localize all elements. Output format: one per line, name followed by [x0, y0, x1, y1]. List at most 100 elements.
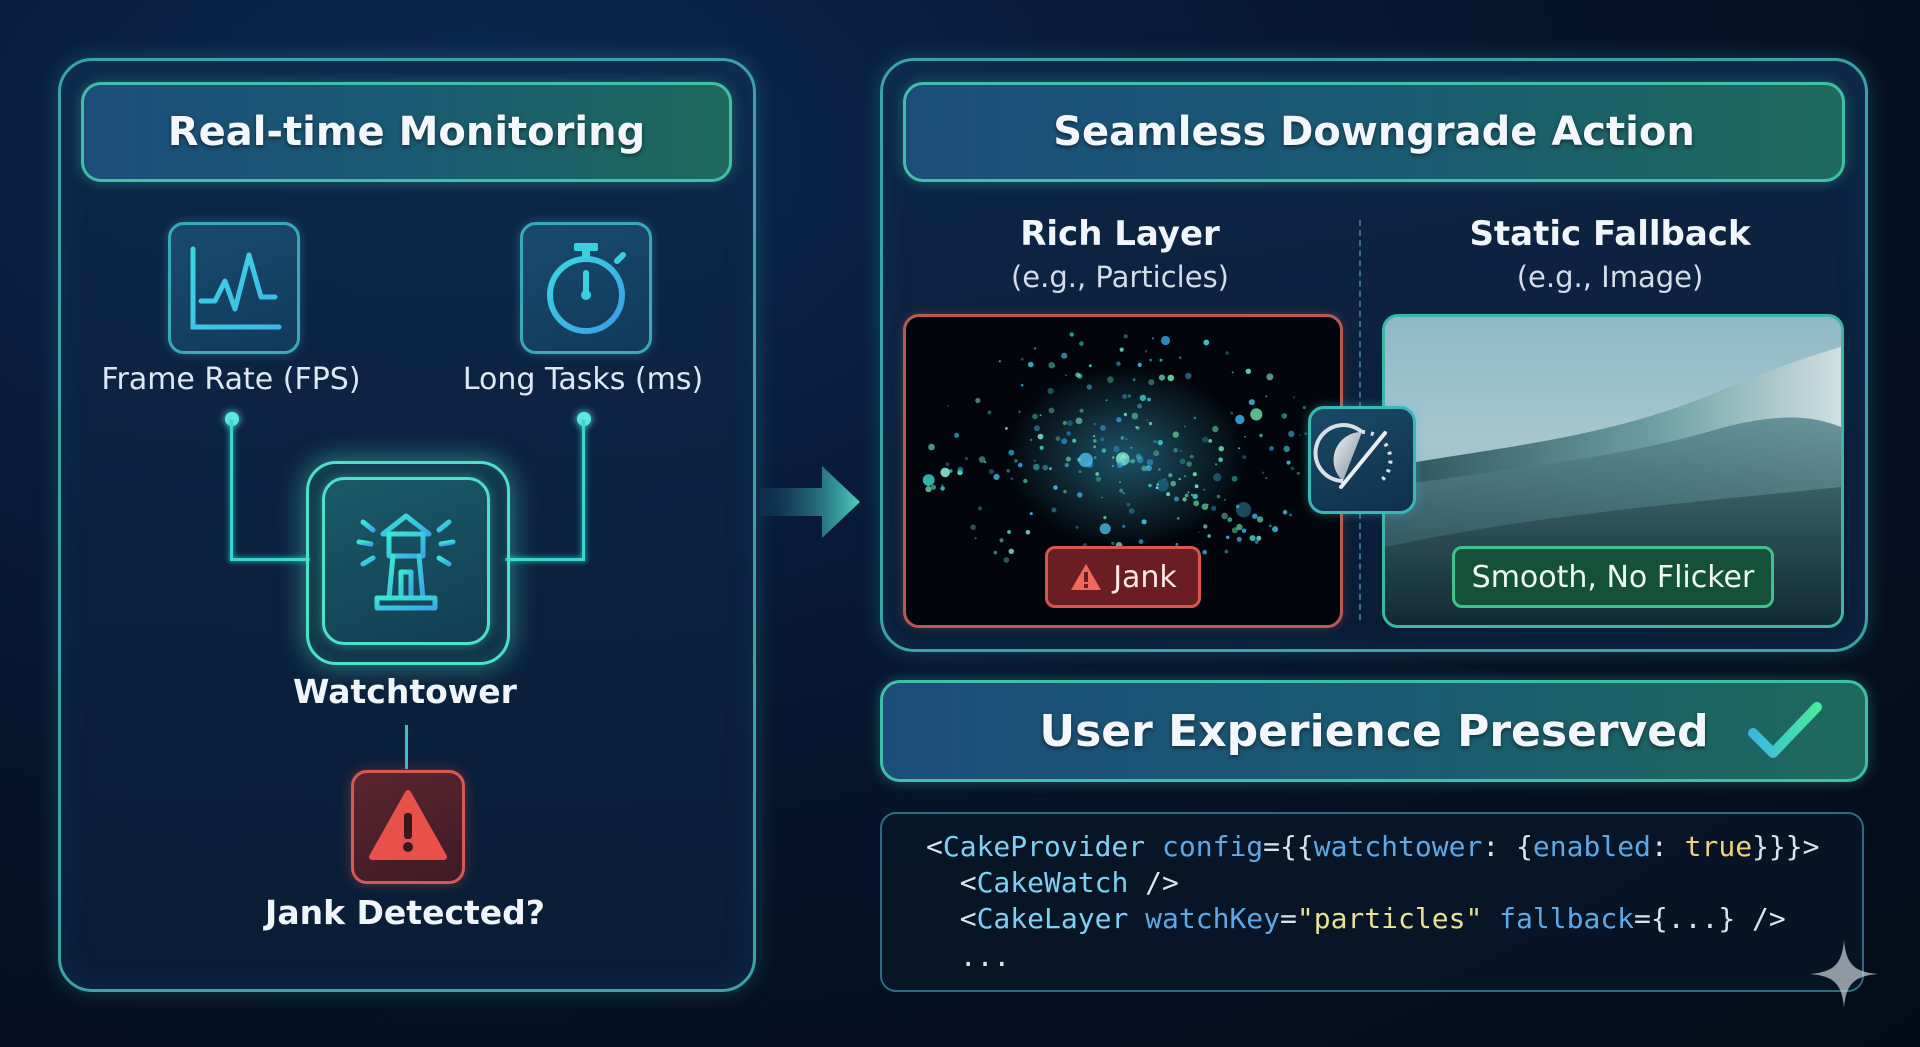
- particle-dot: [1168, 473, 1173, 478]
- particle-dot: [1144, 350, 1148, 353]
- particle-dot: [1252, 513, 1258, 519]
- particle-dot: [1130, 446, 1133, 449]
- particle-dot: [1112, 456, 1115, 459]
- particle-dot: [949, 469, 953, 473]
- particle-dot: [978, 456, 986, 463]
- particle-dot: [1029, 438, 1033, 442]
- particle-dot: [1033, 425, 1040, 432]
- longtask-connector-horizontal: [505, 558, 585, 561]
- particle-dot: [1126, 502, 1131, 507]
- particle-dot: [998, 360, 1001, 363]
- longtask-label: Long Tasks (ms): [462, 362, 704, 397]
- particle-dot: [1018, 462, 1023, 468]
- particle-dot: [1281, 413, 1288, 419]
- particle-dot: [928, 443, 935, 451]
- particle-dot: [1117, 462, 1123, 468]
- particle-dot: [1289, 513, 1292, 517]
- particle-dot: [1107, 376, 1114, 383]
- particles-image: [922, 332, 1325, 569]
- particle-dot: [1286, 460, 1291, 465]
- particle-dot: [1203, 488, 1206, 491]
- code-line-2: <CakeWatch />: [959, 866, 1179, 899]
- particle-dot: [1065, 456, 1071, 462]
- particle-dot: [1135, 453, 1142, 460]
- particle-dot: [1113, 445, 1120, 452]
- particle-dot: [1123, 412, 1128, 417]
- particle-dot: [1192, 493, 1198, 500]
- particle-dot: [1211, 505, 1217, 511]
- particle-dot: [1158, 374, 1165, 381]
- particle-dot: [1037, 433, 1044, 440]
- particle-dot: [931, 484, 936, 490]
- swap-icon-box: [1308, 406, 1416, 514]
- particle-dot: [1049, 467, 1052, 470]
- particle-dot: [1119, 457, 1122, 460]
- code-line-3: <CakeLayer watchKey="particles" fallback…: [959, 902, 1786, 935]
- particle-dot: [1101, 448, 1107, 453]
- particle-dot: [1231, 475, 1238, 482]
- particle-dot: [1241, 528, 1247, 534]
- particle-dot: [1212, 425, 1219, 433]
- particle-dot: [1121, 454, 1125, 459]
- particle-dot: [1151, 337, 1154, 340]
- particle-dot: [1290, 466, 1295, 471]
- particle-dot: [1236, 502, 1252, 518]
- longtask-connector-vertical: [582, 420, 585, 560]
- particle-dot: [1156, 483, 1159, 486]
- rich-layer-title: Rich Layer: [1020, 214, 1220, 254]
- sparkle-icon: [1810, 940, 1878, 1008]
- particle-dot: [1207, 503, 1209, 506]
- particle-dot: [1248, 399, 1255, 406]
- warning-triangle-icon: [369, 790, 447, 860]
- particle-dot: [1100, 437, 1105, 442]
- watchtower-inner-box: [322, 477, 490, 645]
- particle-dot: [1235, 414, 1245, 425]
- code-line-1: <CakeProvider config={{watchtower: {enab…: [926, 830, 1820, 863]
- particle-dot: [1189, 454, 1194, 459]
- particle-dot: [1028, 361, 1034, 368]
- watchtower-label: Watchtower: [293, 672, 517, 711]
- particle-dot: [1194, 484, 1199, 489]
- fps-connector-vertical: [230, 420, 233, 560]
- particle-dot: [941, 484, 944, 487]
- particle-dot: [1008, 548, 1014, 554]
- particle-dot: [1155, 486, 1159, 490]
- particle-dot: [1077, 492, 1083, 498]
- particle-dot: [984, 461, 987, 464]
- particle-dot: [1153, 450, 1160, 457]
- particle-dot: [1042, 464, 1049, 471]
- particle-dot: [1186, 461, 1192, 467]
- particle-dot: [1112, 465, 1114, 467]
- particle-dot: [999, 538, 1004, 543]
- particle-dot: [1242, 455, 1247, 460]
- particle-dot: [1010, 477, 1014, 481]
- particle-dot: [1166, 492, 1171, 497]
- particle-dot: [1008, 449, 1015, 456]
- particle-dot: [1079, 341, 1084, 346]
- particle-dot: [1202, 549, 1207, 555]
- particle-dot: [1119, 481, 1121, 484]
- particle-dot: [1175, 543, 1179, 546]
- particle-dot: [1259, 433, 1263, 438]
- particle-dot: [1201, 503, 1209, 510]
- particle-dot: [1075, 525, 1079, 529]
- particle-dot: [1236, 504, 1240, 509]
- particle-dot: [1254, 539, 1259, 544]
- particle-dot: [1179, 458, 1186, 465]
- fps-connector-dot: [225, 412, 239, 426]
- particle-dot: [1147, 397, 1151, 402]
- particle-dot: [1048, 407, 1055, 414]
- particle-dot: [1226, 535, 1230, 539]
- particle-dot: [1299, 434, 1302, 436]
- particle-dot: [1053, 485, 1058, 490]
- particle-dot: [1101, 496, 1103, 499]
- particle-dot: [1249, 535, 1256, 542]
- particle-dot: [1023, 478, 1028, 484]
- particle-dot: [1062, 421, 1067, 425]
- particle-dot: [975, 397, 981, 404]
- ux-preserved-title: User Experience Preserved: [1039, 705, 1709, 757]
- code-line-4: ...: [926, 940, 1011, 973]
- particle-dot: [1067, 420, 1073, 426]
- particle-dot: [1095, 476, 1102, 482]
- particle-dot: [1122, 524, 1126, 528]
